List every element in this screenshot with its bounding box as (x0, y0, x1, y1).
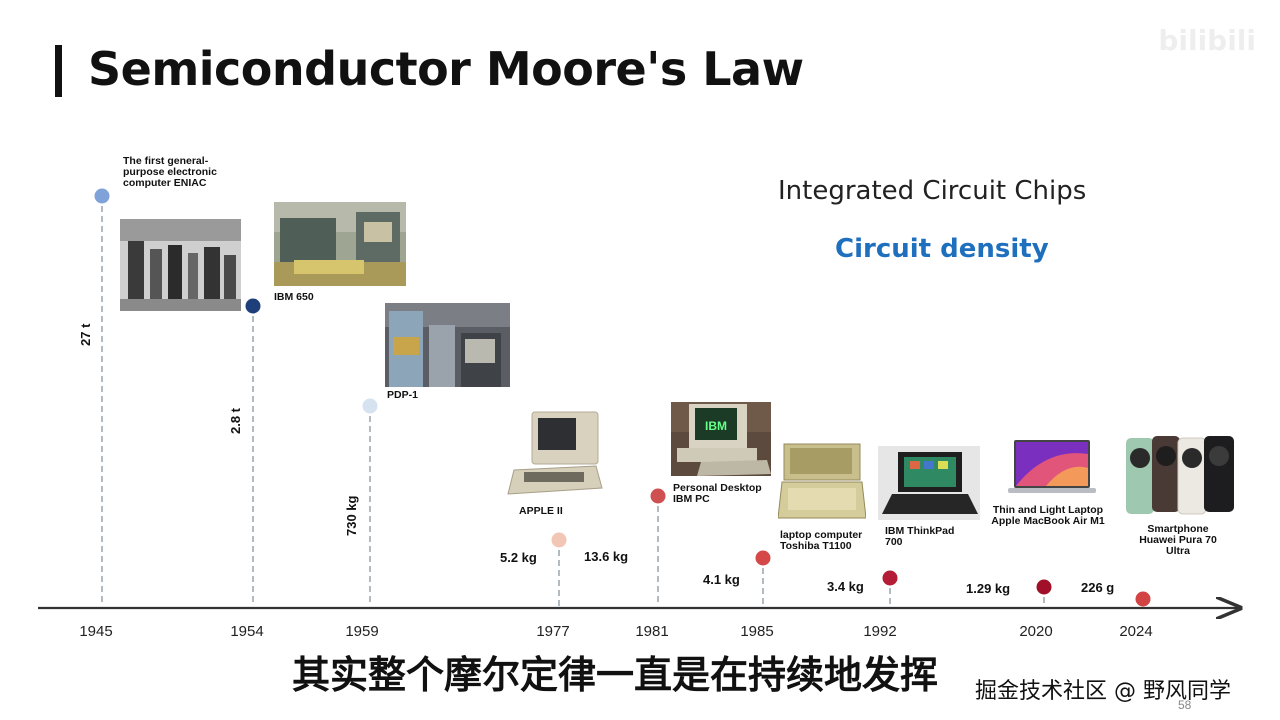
label-ibm-650: IBM 650 (274, 291, 314, 303)
dot-2020 (1036, 579, 1052, 595)
weight-ibm-pc: 13.6 kg (584, 549, 629, 564)
video-subtitle: 其实整个摩尔定律一直是在持续地发挥 (292, 653, 939, 697)
huawei-pura-photo (1124, 434, 1238, 516)
dot-1954 (245, 298, 261, 314)
title-accent-bar (55, 45, 62, 97)
year-2020: 2020 (1019, 623, 1053, 640)
year-1945: 1945 (79, 623, 113, 640)
label-ibm-pc: Personal Desktop IBM PC (673, 482, 762, 505)
timeline-stems (101, 196, 1144, 606)
weight-pdp-1: 730 kg (344, 495, 359, 536)
dot-1959 (362, 398, 378, 414)
label-huawei-pura: Smartphone Huawei Pura 70 Ultra (1139, 523, 1217, 557)
label-apple-ii: APPLE II (519, 505, 563, 517)
dot-1985 (755, 550, 771, 566)
year-1959: 1959 (345, 623, 379, 640)
weight-toshiba-t1100: 4.1 kg (703, 572, 740, 587)
weight-apple-ii: 5.2 kg (500, 550, 537, 565)
weight-thinkpad-700: 3.4 kg (827, 579, 864, 594)
year-1992: 1992 (863, 623, 897, 640)
weight-eniac: 27 t (78, 323, 93, 346)
year-1985: 1985 (740, 623, 774, 640)
dot-1992 (882, 570, 898, 586)
page-number: 58 (1178, 698, 1192, 712)
ibm-pc-photo: IBM (671, 402, 771, 476)
label-pdp-1: PDP-1 (387, 389, 418, 401)
eniac-photo (120, 219, 241, 311)
circuit-density-heading: Circuit density (835, 234, 1049, 264)
weight-macbook-air: 1.29 kg (966, 581, 1011, 596)
svg-text:IBM: IBM (705, 419, 727, 433)
bilibili-watermark: bilibili (1158, 24, 1256, 57)
label-macbook-air: Thin and Light Laptop Apple MacBook Air … (991, 504, 1105, 527)
video-credit: 掘金技术社区 @ 野风同学 (975, 679, 1231, 704)
label-thinkpad-700: IBM ThinkPad 700 (885, 525, 955, 548)
dot-2024 (1135, 591, 1151, 607)
timeline-dots (94, 188, 1151, 607)
apple-ii-photo (504, 410, 604, 498)
weight-ibm-650: 2.8 t (228, 407, 243, 434)
weight-huawei-pura: 226 g (1081, 580, 1115, 595)
year-1954: 1954 (230, 623, 264, 640)
label-toshiba-t1100: laptop computer Toshiba T1100 (780, 529, 863, 552)
dot-1977 (551, 532, 567, 548)
integrated-circuit-heading: Integrated Circuit Chips (778, 176, 1087, 206)
pdp-1-photo (385, 303, 510, 387)
year-2024: 2024 (1119, 623, 1153, 640)
ibm-650-photo (274, 202, 406, 286)
year-1981: 1981 (635, 623, 669, 640)
dot-1945 (94, 188, 110, 204)
dot-1981 (650, 488, 666, 504)
thinkpad-700-photo (878, 446, 980, 520)
slide-title: Semiconductor Moore's Law (88, 42, 804, 96)
year-1977: 1977 (536, 623, 570, 640)
toshiba-t1100-photo (778, 438, 866, 524)
macbook-air-photo (1006, 438, 1098, 496)
label-eniac: The first general-purpose electronic com… (123, 155, 217, 189)
